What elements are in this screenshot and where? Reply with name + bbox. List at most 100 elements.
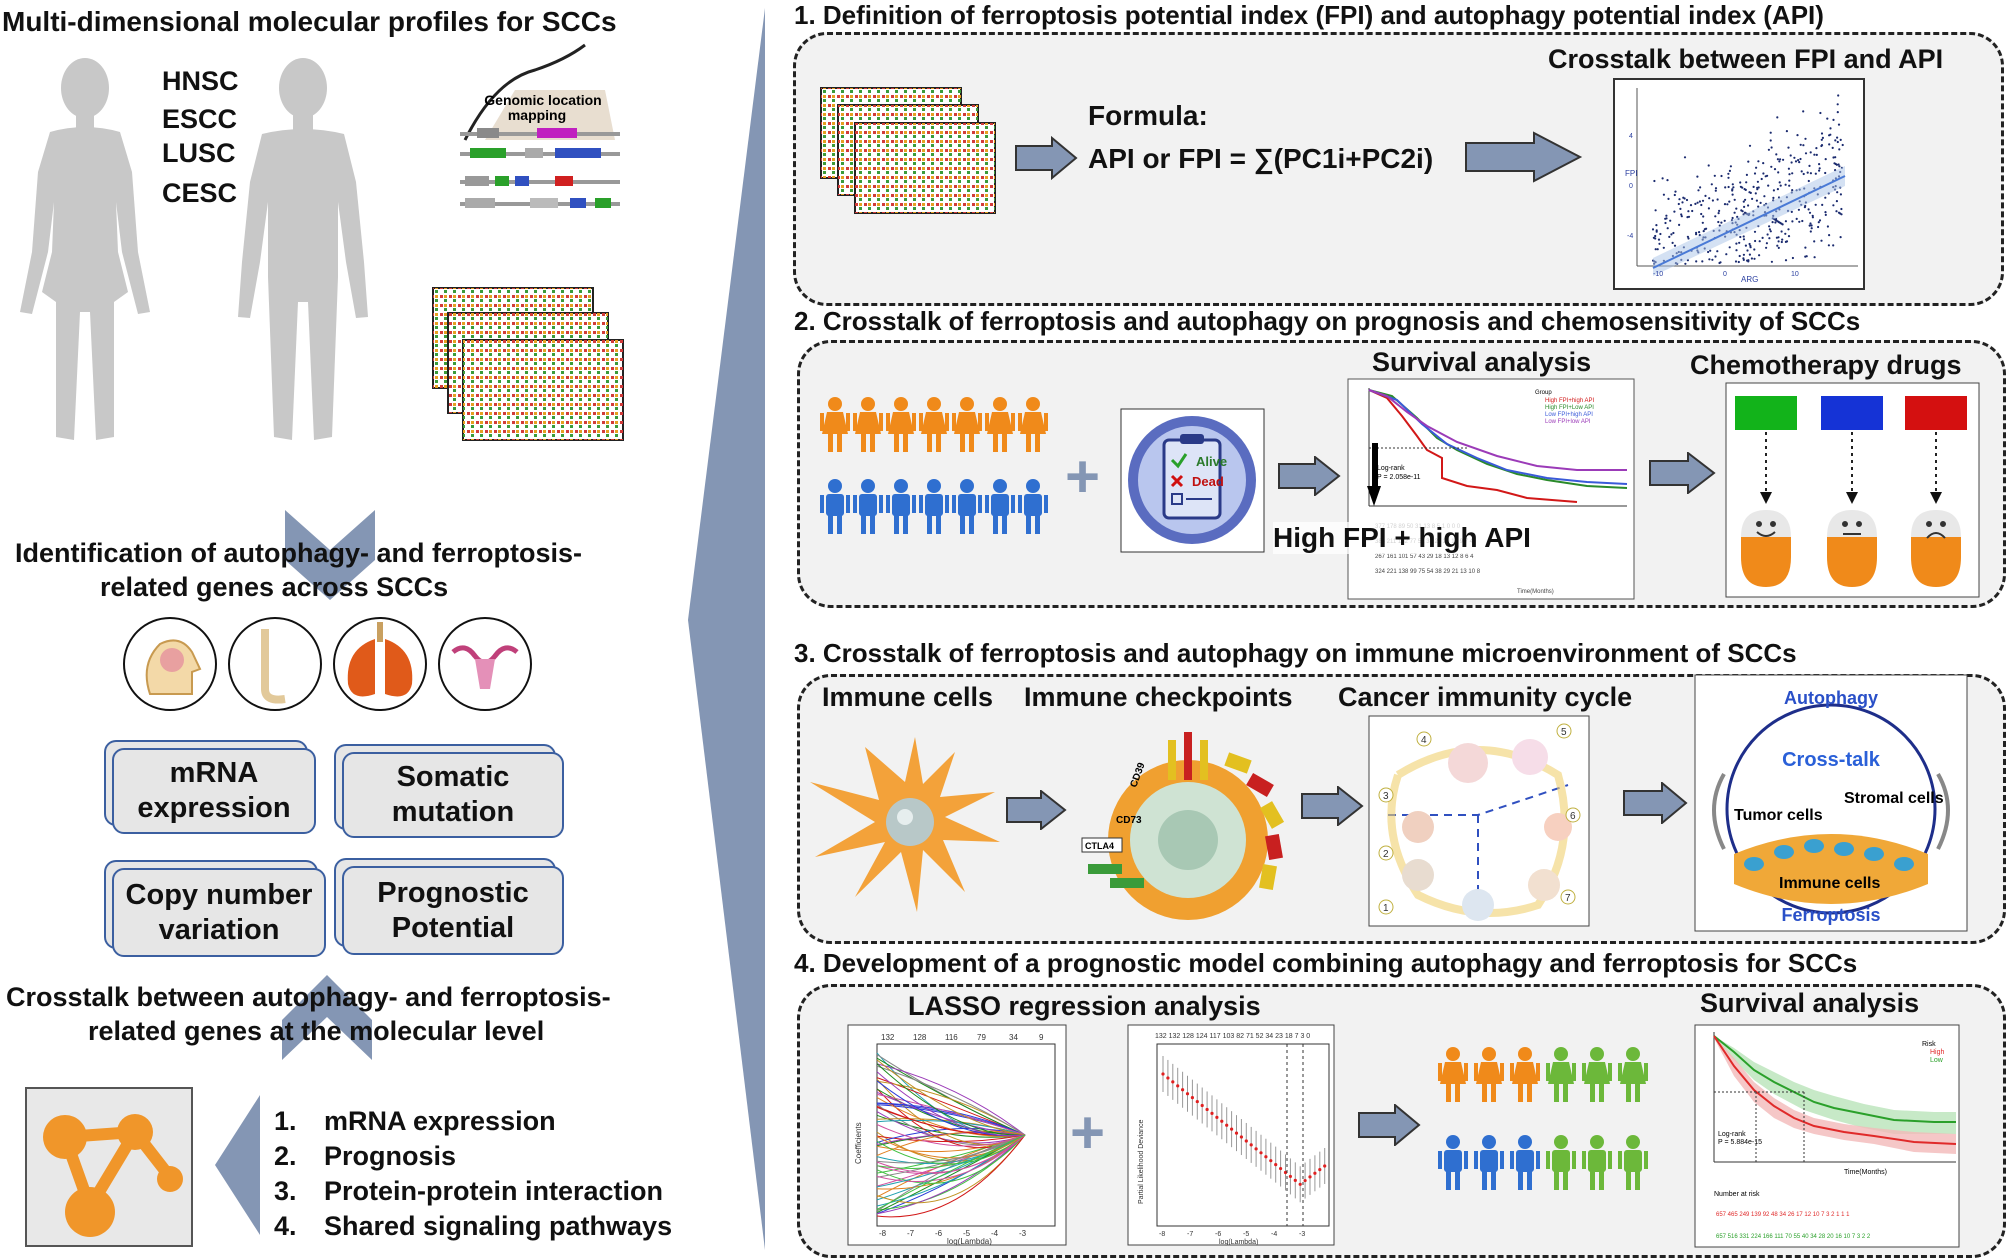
coef-top-tick: 132 [881,1033,895,1042]
list-text-3: Protein-protein interaction [324,1176,664,1206]
immune-cells-small-label: Immune cells [1779,875,1880,892]
arrow-right-icon [1358,1104,1421,1146]
arrow-right-icon [1623,782,1688,824]
section-2-heading: 2. Crosstalk of ferroptosis and autophag… [794,306,1861,336]
list-num-1: 1. [274,1106,297,1136]
bracket-connector [688,8,765,1250]
card-3-line2: variation [158,913,280,946]
dev-top-ticks: 132 132 128 124 117 103 82 71 52 34 23 1… [1155,1033,1310,1040]
coef-x-tick: -4 [991,1229,999,1238]
km4-low-row: 657 516 331 224 166 111 70 55 40 34 28 2… [1716,1234,1871,1240]
svg-text:267 161 101 57 43 29 18 13 12: 267 161 101 57 43 29 18 13 12 8 6 4 [1375,554,1474,560]
arrow-right-icon [1015,136,1078,180]
coef-top-tick: 34 [1009,1033,1018,1042]
cycle-num: 1 [1383,903,1389,914]
card-1-line2: expression [137,792,291,824]
survival-title-s2: Survival analysis [1372,347,1592,377]
km-legend-item: High FPI+Low API [1545,405,1594,411]
crosstalk-label: Cross-talk [1782,749,1881,771]
scatter-plot-title: Crosstalk between FPI and API [1548,44,1944,74]
checkpoint-cd73: CD73 [1116,815,1142,826]
tumor-cells-label: Tumor cells [1734,807,1823,824]
data-matrix-stack-left [432,287,624,441]
crosstalk-microenvironment-graphic: Autophagy Cross-talk Tumor cells Stromal… [1694,674,1968,932]
checkpoint-ctla4: CTLA4 [1085,841,1114,851]
arrow-right-icon [1301,786,1364,826]
arrow-right-icon [1006,790,1067,830]
highlight-label: High FPI + high API [1273,522,1531,554]
genomic-label-1: Genomic location [484,92,601,108]
left-title: Multi-dimensional molecular profiles for… [2,6,617,37]
card-4-line1: Prognostic [377,876,529,909]
list-text-4: Shared signaling pathways [324,1211,673,1241]
identification-line-2: related genes across SCCs [100,572,449,602]
card-4-line2: Potential [391,911,515,944]
plus-icon: + [1065,443,1101,510]
identification-line-1: Identification of autophagy- and ferropt… [15,538,582,568]
genomic-mapping-graphic: Genomic location mapping [460,43,620,208]
survival-title-s4: Survival analysis [1700,988,1920,1018]
risk-group-icons [1438,1047,1648,1190]
card-2-line1: Somatic [396,761,510,793]
formula-label: Formula: [1088,100,1208,131]
coef-x-tick: -7 [907,1229,915,1238]
km4-risk-high: High [1930,1049,1945,1056]
lasso-coefficient-plot: 132 128 116 79 34 9 -8 -7 -6 -5 -4 -3 lo… [847,1024,1067,1246]
cancer-escc: ESCC [162,104,238,134]
alive-label: Alive [1196,454,1227,469]
km4-risk-label: Risk [1922,1041,1936,1048]
chemotherapy-drugs-graphic [1725,382,1980,598]
chevron-up-icon [282,975,372,1060]
dead-label: Dead [1192,474,1224,489]
km-legend-title: Group [1535,390,1552,396]
crosstalk-line-2: related genes at the molecular level [88,1016,545,1046]
km-survival-plot-s4: Log-rank P = 5.884e-15 Risk High Low Tim… [1694,1024,1960,1248]
section-3-heading: 3. Crosstalk of ferroptosis and autophag… [794,638,1797,668]
chemo-title: Chemotherapy drugs [1690,350,1962,380]
crosstalk-line-1: Crosstalk between autophagy- and ferropt… [6,982,611,1012]
cancer-lusc: LUSC [162,138,236,168]
list-num-3: 3. [274,1176,297,1206]
cycle-num: 3 [1383,791,1389,802]
cycle-num: 5 [1561,727,1567,738]
km4-high-row: 657 465 249 139 92 48 34 26 17 12 10 7 3… [1716,1212,1850,1218]
coef-x-tick: -3 [1019,1229,1027,1238]
dendritic-cell-icon [810,737,1000,912]
patient-icons [820,397,1048,534]
scatter-xtick: 0 [1723,271,1727,278]
dev-x-tick: -8 [1159,1231,1165,1238]
dev-x-tick: -7 [1187,1231,1193,1238]
arrow-right-icon [1465,131,1583,183]
km-legend-item: High FPI+high API [1545,398,1595,404]
coef-top-tick: 79 [977,1033,986,1042]
list-num-4: 4. [274,1211,297,1241]
dev-x-tick: -4 [1271,1231,1277,1238]
network-icon [25,1087,193,1247]
coef-top-tick: 9 [1039,1033,1044,1042]
km-logrank-2: P = 2.058e-11 [1377,474,1421,481]
card-1-line1: mRNA [169,757,259,789]
km4-logrank-1: Log-rank [1718,1131,1746,1138]
data-matrix-stack-s1 [820,87,996,214]
scatter-xlabel: ARG [1741,275,1758,284]
list-num-2: 2. [274,1141,297,1171]
dev-y-label: Partial Likelihood Deviance [1138,1119,1145,1204]
male-silhouette-icon [238,58,368,440]
coef-x-tick: -8 [879,1229,887,1238]
lasso-title: LASSO regression analysis [908,991,1261,1021]
genomic-label-2: mapping [508,107,566,123]
scatter-ytick: 4 [1629,133,1633,140]
immune-cells-title: Immune cells [822,682,994,712]
km-survival-plot-s2: Log-rank P = 2.058e-11 Group High FPI+hi… [1347,378,1635,600]
cycle-num: 2 [1383,849,1389,860]
svg-text:Time(Months): Time(Months) [1517,589,1554,595]
cancer-immunity-cycle-graphic: 1 2 3 4 5 6 7 [1368,715,1590,927]
cancer-hnsc: HNSC [162,66,239,96]
km-logrank-1: Log-rank [1377,465,1405,472]
dev-x-tick: -6 [1215,1231,1221,1238]
lasso-deviance-plot: 132 132 128 124 117 103 82 71 52 34 23 1… [1127,1024,1335,1246]
scatter-ylabel: FPI [1625,169,1637,178]
